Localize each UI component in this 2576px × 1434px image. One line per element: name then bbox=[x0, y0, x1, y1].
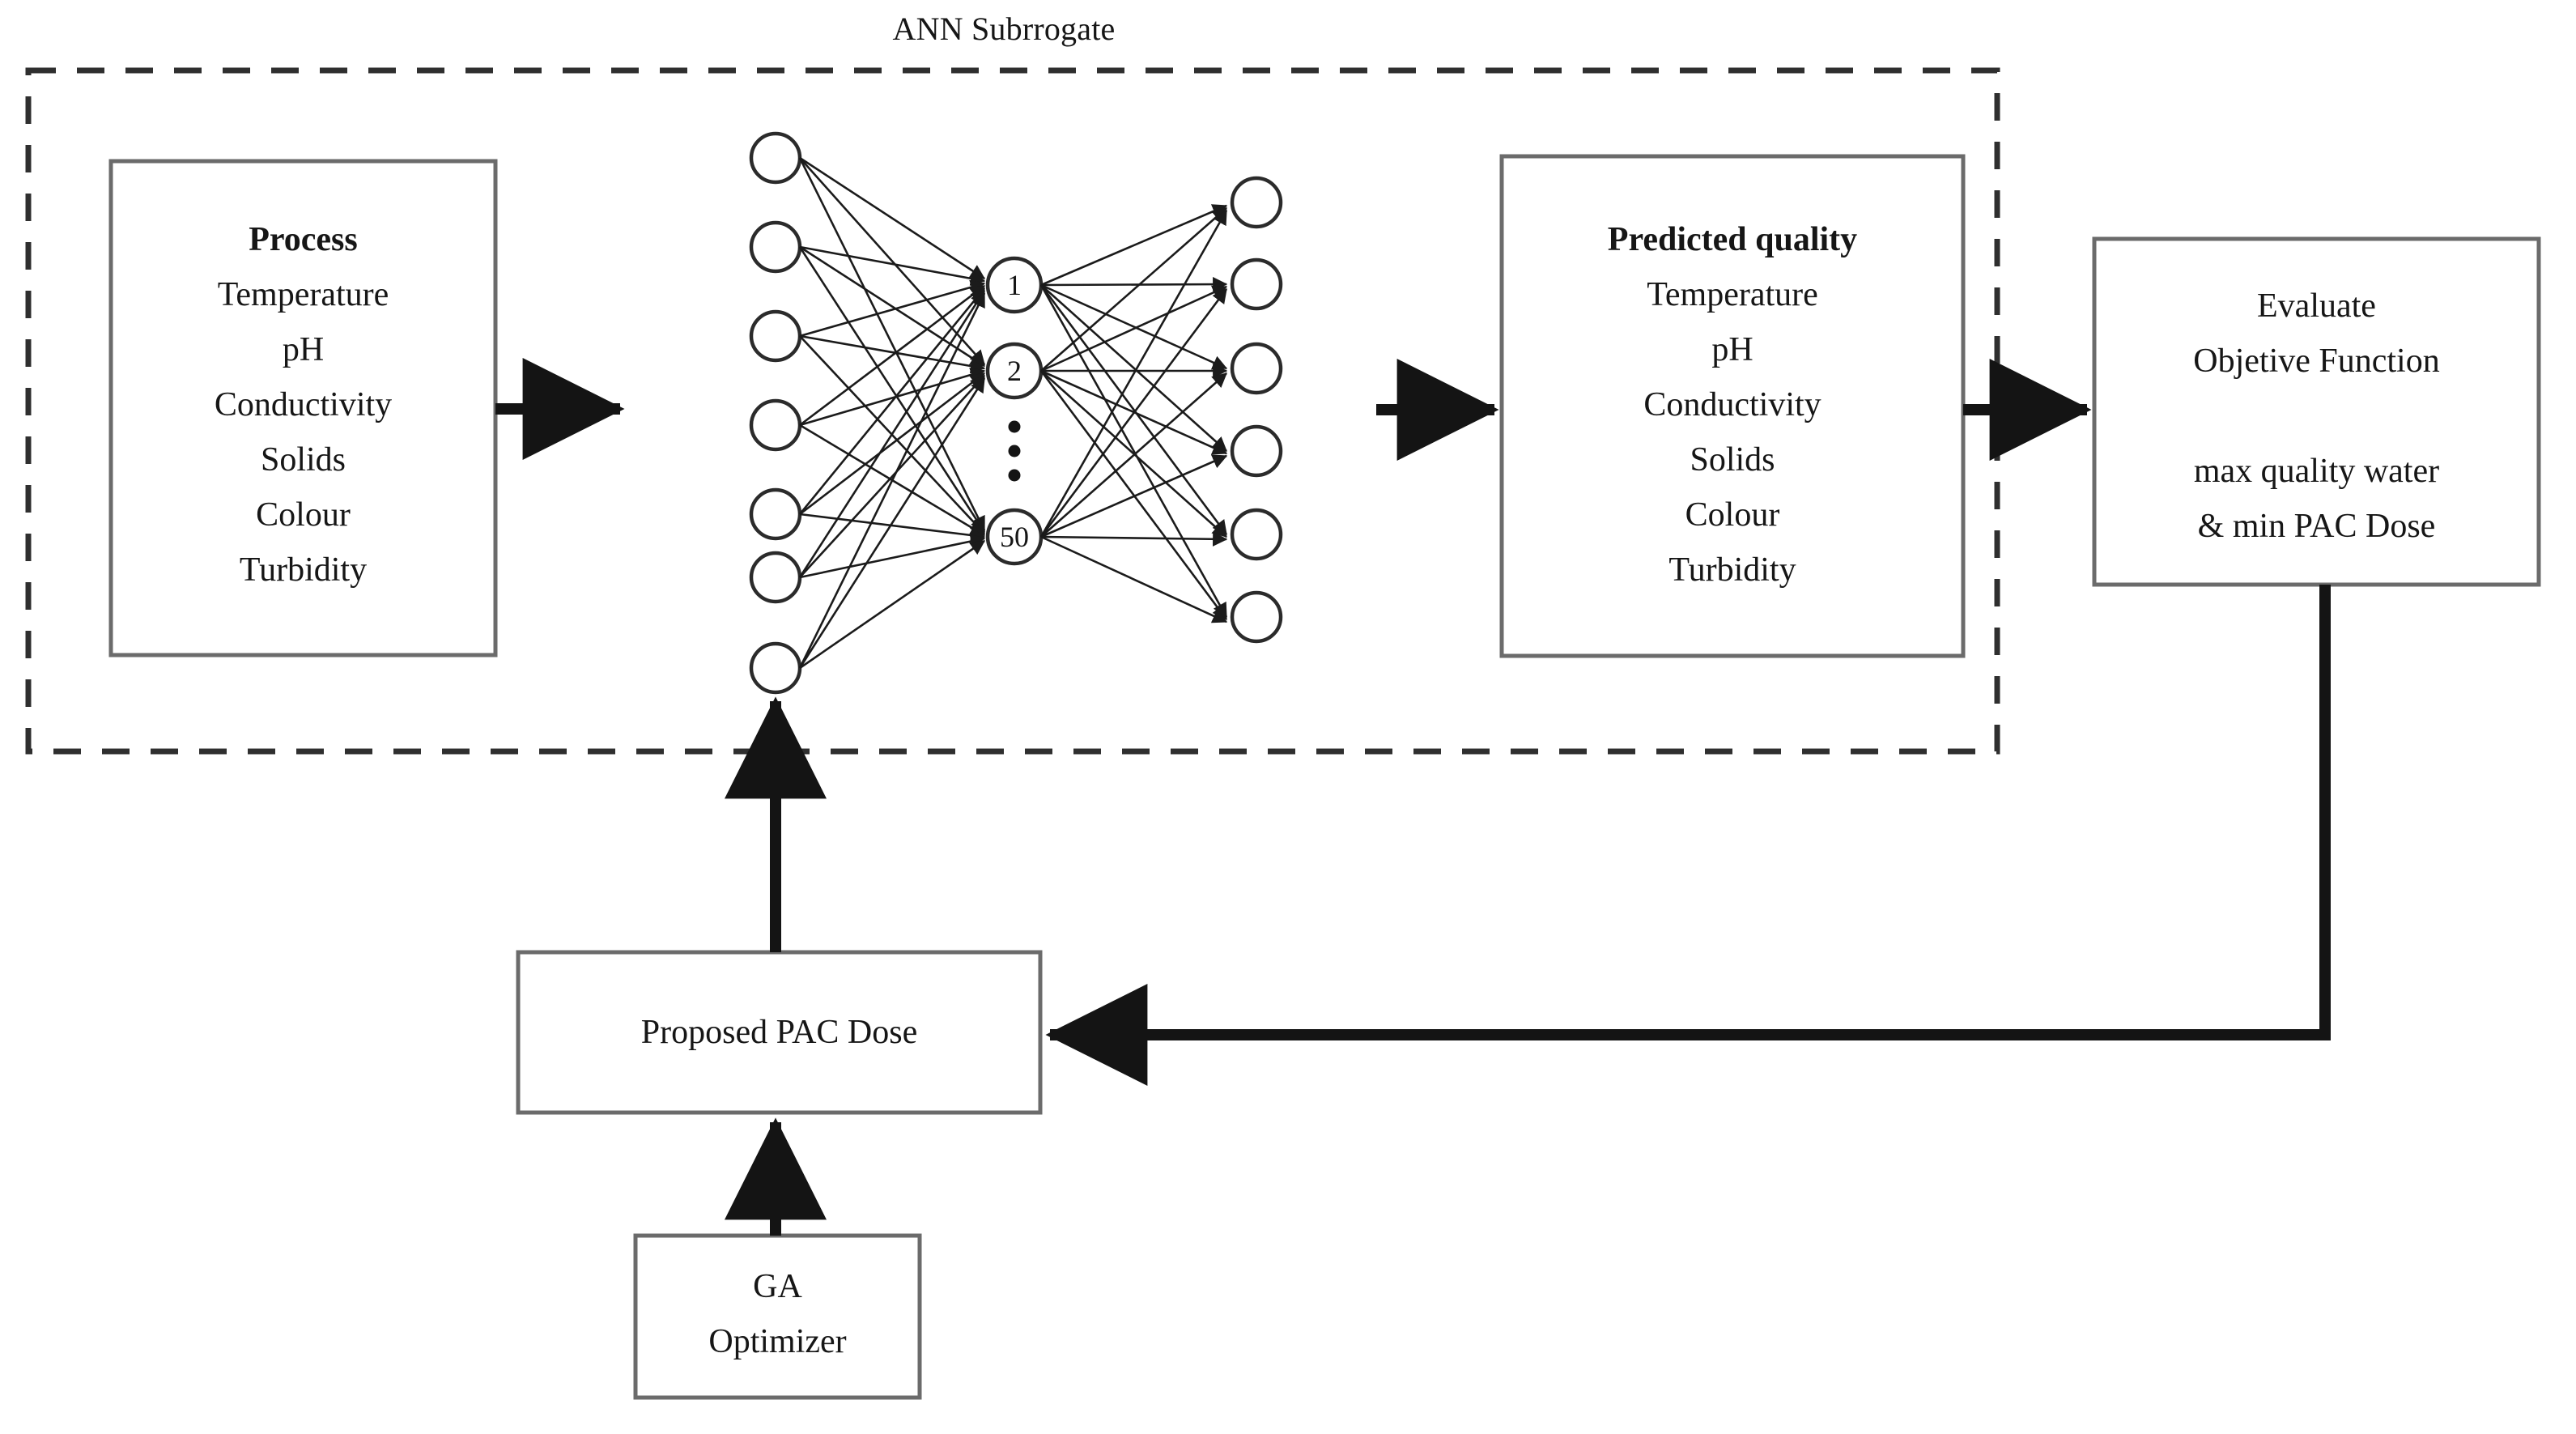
evaluate-line-3: max quality water bbox=[2193, 453, 2440, 490]
process-box: Process Temperature pH Conductivity Soli… bbox=[111, 161, 495, 655]
input-node-2 bbox=[749, 220, 802, 274]
pac-box-rect bbox=[516, 950, 1043, 1115]
output-node-1 bbox=[1230, 176, 1283, 229]
output-node-5 bbox=[1230, 508, 1283, 561]
predicted-box-header: Predicted quality bbox=[1607, 221, 1858, 258]
output-node-4 bbox=[1230, 424, 1283, 478]
input-node-6 bbox=[749, 551, 802, 604]
process-item-colour: Colour bbox=[256, 496, 351, 534]
ga-line-2: Optimizer bbox=[708, 1323, 847, 1360]
ellipsis-dot-3 bbox=[1008, 469, 1021, 482]
ga-optimizer-box: GA Optimizer bbox=[635, 1236, 920, 1398]
evaluate-line-4: & min PAC Dose bbox=[2197, 508, 2436, 545]
predicted-item-ph: pH bbox=[1711, 331, 1753, 368]
process-item-turbidity: Turbidity bbox=[239, 551, 368, 589]
process-item-solids: Solids bbox=[260, 441, 346, 479]
predicted-item-turbidity: Turbidity bbox=[1668, 551, 1796, 589]
predicted-quality-box: Predicted quality Temperature pH Conduct… bbox=[1502, 156, 1963, 656]
hidden-node-2-label: 2 bbox=[1007, 355, 1022, 387]
predicted-item-conductivity: Conductivity bbox=[1643, 386, 1821, 423]
evaluate-box-rect bbox=[2092, 236, 2541, 587]
input-layer-nodes bbox=[749, 131, 802, 695]
ellipsis-dot-2 bbox=[1008, 445, 1021, 457]
pac-box-label: Proposed PAC Dose bbox=[640, 1014, 918, 1051]
predicted-box-rect bbox=[1499, 154, 1966, 658]
output-node-2 bbox=[1230, 257, 1283, 311]
input-to-hidden-edges bbox=[798, 156, 986, 670]
feedback-path-evaluate-to-pac bbox=[1045, 585, 2331, 1086]
diagram-title: ANN Subrrogate bbox=[892, 11, 1116, 47]
process-item-conductivity: Conductivity bbox=[214, 386, 393, 423]
input-node-5 bbox=[749, 487, 802, 541]
predicted-item-colour: Colour bbox=[1685, 496, 1780, 534]
evaluate-line-2: Objetive Function bbox=[2193, 343, 2440, 380]
process-item-ph: pH bbox=[282, 331, 325, 368]
input-node-7 bbox=[749, 641, 802, 695]
process-box-header: Process bbox=[249, 221, 358, 258]
proposed-pac-dose-box: Proposed PAC Dose bbox=[518, 952, 1040, 1113]
output-node-6 bbox=[1230, 590, 1283, 644]
output-node-3 bbox=[1230, 342, 1283, 395]
input-node-3 bbox=[749, 309, 802, 363]
ellipsis-dot-1 bbox=[1008, 420, 1021, 433]
ga-box-rect bbox=[633, 1233, 922, 1400]
predicted-item-temperature: Temperature bbox=[1647, 276, 1818, 313]
input-node-1 bbox=[749, 131, 802, 185]
process-item-temperature: Temperature bbox=[217, 276, 389, 313]
evaluate-line-1: Evaluate bbox=[2257, 287, 2376, 325]
hidden-node-50-label: 50 bbox=[1000, 521, 1029, 553]
process-box-rect bbox=[108, 159, 498, 657]
input-node-4 bbox=[749, 398, 802, 452]
hidden-layer-nodes bbox=[985, 256, 1044, 566]
output-layer-nodes bbox=[1230, 176, 1283, 644]
predicted-item-solids: Solids bbox=[1690, 441, 1775, 479]
hidden-layer-ellipsis bbox=[1008, 420, 1021, 482]
hidden-node-1-label: 1 bbox=[1007, 269, 1022, 301]
hidden-to-output-edges bbox=[1039, 204, 1228, 623]
evaluate-objective-box: Evaluate Objetive Function max quality w… bbox=[2094, 239, 2539, 585]
ga-line-1: GA bbox=[753, 1268, 802, 1305]
